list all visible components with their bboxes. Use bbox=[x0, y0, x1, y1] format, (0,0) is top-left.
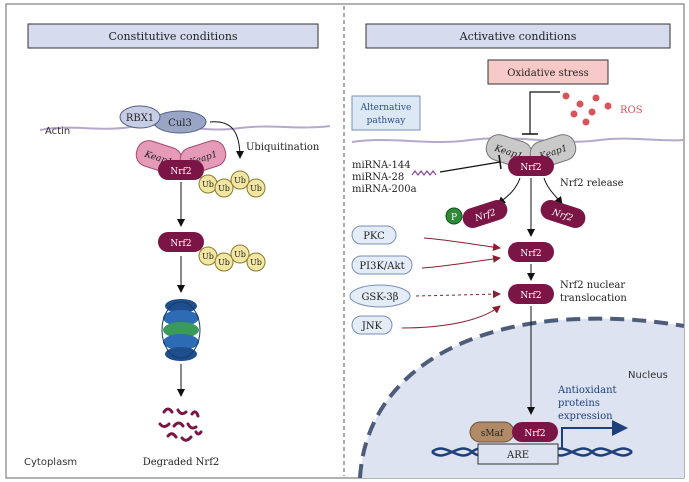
left-header-box bbox=[27, 23, 319, 49]
ros-molecules-icon bbox=[562, 92, 612, 126]
release-arrow-right bbox=[543, 177, 563, 205]
svg-text:Ub: Ub bbox=[234, 176, 246, 185]
nucleus-label: Nucleus bbox=[628, 370, 668, 381]
smaf-label: sMaf bbox=[481, 429, 504, 439]
expression-arrow bbox=[561, 420, 628, 448]
translocation-label-1: Nrf2 nuclear bbox=[560, 280, 625, 291]
nrf2-mid bbox=[508, 242, 554, 262]
antioxidant-label-1: Antioxidant bbox=[557, 385, 617, 396]
nrf2-keap1-bound-right bbox=[508, 156, 554, 176]
stress-inhibition-line bbox=[529, 91, 560, 134]
actin-filament-right bbox=[351, 137, 685, 143]
phosphate-icon bbox=[445, 207, 463, 225]
nrf2-low bbox=[508, 284, 554, 304]
alternative-pathway-label-2: pathway bbox=[367, 116, 407, 126]
svg-text:Nrf2: Nrf2 bbox=[170, 239, 191, 249]
are-box bbox=[477, 443, 559, 465]
gsk-label: GSK-3β bbox=[361, 292, 398, 303]
cytoplasm-label: Cytoplasm bbox=[24, 457, 77, 468]
right-header-box bbox=[365, 23, 671, 49]
svg-text:Nrf2: Nrf2 bbox=[520, 163, 541, 173]
svg-text:Nrf2: Nrf2 bbox=[520, 249, 541, 259]
ub-chain-2: Ub Ub Ub Ub bbox=[198, 244, 266, 272]
nrf2-bound bbox=[158, 160, 204, 180]
pkc-box bbox=[351, 225, 397, 245]
svg-text:Nrf2: Nrf2 bbox=[520, 291, 541, 301]
ubiquitination-label: Ubiquitination bbox=[246, 142, 320, 153]
degraded-nrf2-fragments-icon bbox=[158, 407, 203, 442]
jnk-label: JNK bbox=[361, 321, 383, 332]
translocation-label-2: translocation bbox=[560, 293, 627, 304]
ros-label: ROS bbox=[620, 105, 643, 116]
mirna-inhibition-bar bbox=[498, 154, 502, 170]
antioxidant-label-3: expression bbox=[558, 411, 613, 422]
svg-text:Ub: Ub bbox=[218, 184, 230, 193]
mirna-200a-label: miRNA-200a bbox=[352, 184, 417, 195]
actin-label: Actin bbox=[45, 126, 70, 137]
svg-text:Ub: Ub bbox=[202, 180, 214, 189]
degraded-label: Degraded Nrf2 bbox=[143, 457, 220, 468]
pi3k-arrow bbox=[421, 254, 501, 269]
nrf2-free-right bbox=[540, 199, 586, 229]
gsk-arrow bbox=[415, 290, 501, 299]
alternative-pathway-label-1: Alternative bbox=[360, 103, 412, 113]
nrf2-bound-label: Nrf2 bbox=[170, 167, 191, 177]
pkc-arrow bbox=[423, 237, 501, 252]
mirna-144-label: miRNA-144 bbox=[352, 160, 411, 171]
svg-text:Ub: Ub bbox=[234, 250, 246, 259]
jnk-arrow bbox=[401, 305, 501, 329]
mirna-inhibition-line bbox=[439, 161, 501, 173]
nrf2-release-label: Nrf2 release bbox=[560, 178, 624, 189]
antioxidant-label-2: proteins bbox=[558, 398, 600, 409]
svg-text:Ub: Ub bbox=[202, 252, 214, 261]
svg-text:Ub: Ub bbox=[250, 258, 262, 267]
mirna-28-label: miRNA-28 bbox=[352, 172, 404, 183]
ub-chain-1: Ub Ub Ub Ub bbox=[198, 170, 266, 198]
rbx1 bbox=[119, 105, 161, 129]
gsk-box bbox=[349, 284, 411, 308]
rbx1-label: RBX1 bbox=[126, 113, 154, 124]
oxidative-stress-label: Oxidative stress bbox=[507, 68, 588, 79]
svg-text:Ub: Ub bbox=[218, 258, 230, 267]
pi3k-box bbox=[351, 255, 413, 275]
nucleus-region bbox=[360, 318, 684, 478]
pi3k-label: PI3K/Akt bbox=[359, 261, 404, 272]
are-label: ARE bbox=[506, 450, 529, 461]
alternative-pathway-box bbox=[351, 95, 421, 131]
jnk-box bbox=[351, 315, 393, 335]
nrf2-ubiquitinated bbox=[158, 232, 204, 252]
oxidative-stress-box bbox=[487, 59, 609, 85]
right-header: Activative conditions bbox=[459, 30, 577, 43]
svg-text:Ub: Ub bbox=[250, 184, 262, 193]
phosphate-label: P bbox=[451, 213, 457, 223]
proteasome-icon bbox=[161, 299, 201, 361]
left-header: Constitutive conditions bbox=[108, 30, 237, 43]
nrf2-nuclear bbox=[512, 422, 558, 442]
nrf2-phosphorylated bbox=[462, 199, 508, 229]
cul3-label: Cul3 bbox=[168, 118, 192, 129]
ubiquitination-arrow bbox=[209, 121, 244, 159]
pkc-label: PKC bbox=[363, 231, 385, 242]
mirna-icon bbox=[411, 170, 437, 176]
svg-text:Nrf2: Nrf2 bbox=[524, 429, 545, 439]
